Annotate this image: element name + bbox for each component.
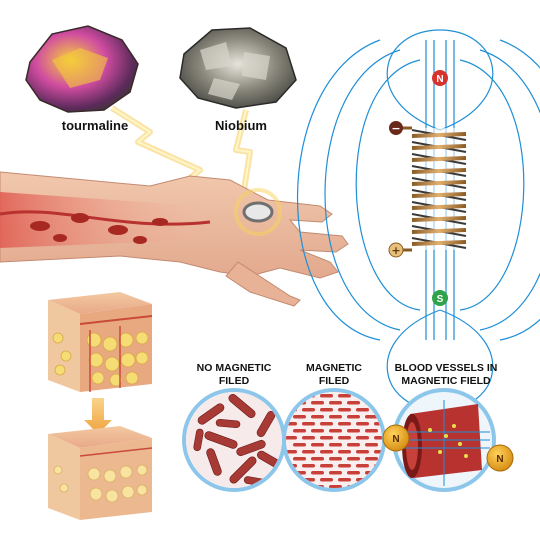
aligned-cell [329,457,342,461]
aligned-cell [338,478,351,482]
aligned-cell [329,401,342,405]
aligned-cell [320,436,333,440]
aligned-cell [302,436,315,440]
niobium-stone [180,28,296,108]
aligned-cell [347,415,360,419]
aligned-cell [383,485,396,489]
aligned-cell [365,443,378,447]
aligned-cell [392,478,405,482]
forearm-hand [0,172,348,306]
aligned-cell [356,408,369,412]
aligned-cell [383,457,396,461]
aligned-cell [374,478,387,482]
aligned-cell [311,429,324,433]
aligned-cell [302,464,315,468]
tourmaline-label: tourmaline [40,118,150,133]
south-label: S [437,294,444,305]
aligned-cell [347,429,360,433]
tourmaline-stone [26,26,138,112]
aligned-cell [284,478,297,482]
aligned-cell [356,464,369,468]
minus-symbol: − [391,122,400,135]
aligned-cell [383,415,396,419]
aligned-cell [365,429,378,433]
aligned-cell [320,450,333,454]
aligned-cell [320,422,333,426]
aligned-cell [365,485,378,489]
no-field-caption-line2: FILED [180,375,288,388]
aligned-cell [356,450,369,454]
aligned-cell [338,422,351,426]
aligned-cell [311,415,324,419]
aligned-cell [320,408,333,412]
aligned-cell [320,478,333,482]
aligned-cell [338,464,351,468]
aligned-cell [329,471,342,475]
magnet-right-label: N [496,454,503,465]
skin-block-before [48,292,152,392]
aligned-cell [293,457,306,461]
no-field-caption: NO MAGNETIC FILED [180,362,288,388]
copper-coil [400,128,466,250]
aligned-cell [356,436,369,440]
niobium-label: Niobium [186,118,296,133]
aligned-cell [284,394,297,398]
field-caption: MAGNETIC FILED [284,362,384,388]
aligned-cell [338,408,351,412]
aligned-cell [401,485,414,489]
aligned-cell [311,443,324,447]
aligned-cell [338,394,351,398]
vessel-caption-line2: MAGNETIC FIELD [388,375,504,388]
aligned-cell [374,394,387,398]
aligned-cell [302,422,315,426]
magnet-left: N [383,425,409,451]
aligned-cell [347,471,360,475]
aligned-cell [383,471,396,475]
aligned-cell [329,429,342,433]
plus-symbol: + [391,244,400,257]
aligned-cell [311,457,324,461]
magnet-right: N [487,445,513,471]
aligned-cell [320,464,333,468]
magnet-left-label: N [392,434,399,445]
aligned-cell [329,415,342,419]
aligned-cell [383,401,396,405]
aligned-cell [347,443,360,447]
aligned-cell [311,401,324,405]
aligned-cell [347,457,360,461]
skin-block-after [48,426,152,520]
aligned-cell [302,450,315,454]
field-caption-line2: FILED [284,375,384,388]
aligned-cell [293,485,306,489]
vessel-caption: BLOOD VESSELS IN MAGNETIC FIELD [388,362,504,388]
aligned-cell [338,450,351,454]
aligned-cell [338,436,351,440]
field-caption-line1: MAGNETIC [284,362,384,375]
north-label: N [436,74,443,85]
aligned-cell [365,457,378,461]
solenoid-field-diagram: − + N S [298,30,540,410]
aligned-cell [320,394,333,398]
aligned-cell [293,415,306,419]
aligned-cell [329,443,342,447]
no-field-caption-line1: NO MAGNETIC [180,362,288,375]
vessel-caption-line1: BLOOD VESSELS IN [388,362,504,375]
panel-no-field [184,390,284,490]
aligned-cell [356,422,369,426]
aligned-cell [311,471,324,475]
aligned-cell [293,443,306,447]
aligned-cell [293,429,306,433]
aligned-cell [347,401,360,405]
aligned-cell [302,408,315,412]
